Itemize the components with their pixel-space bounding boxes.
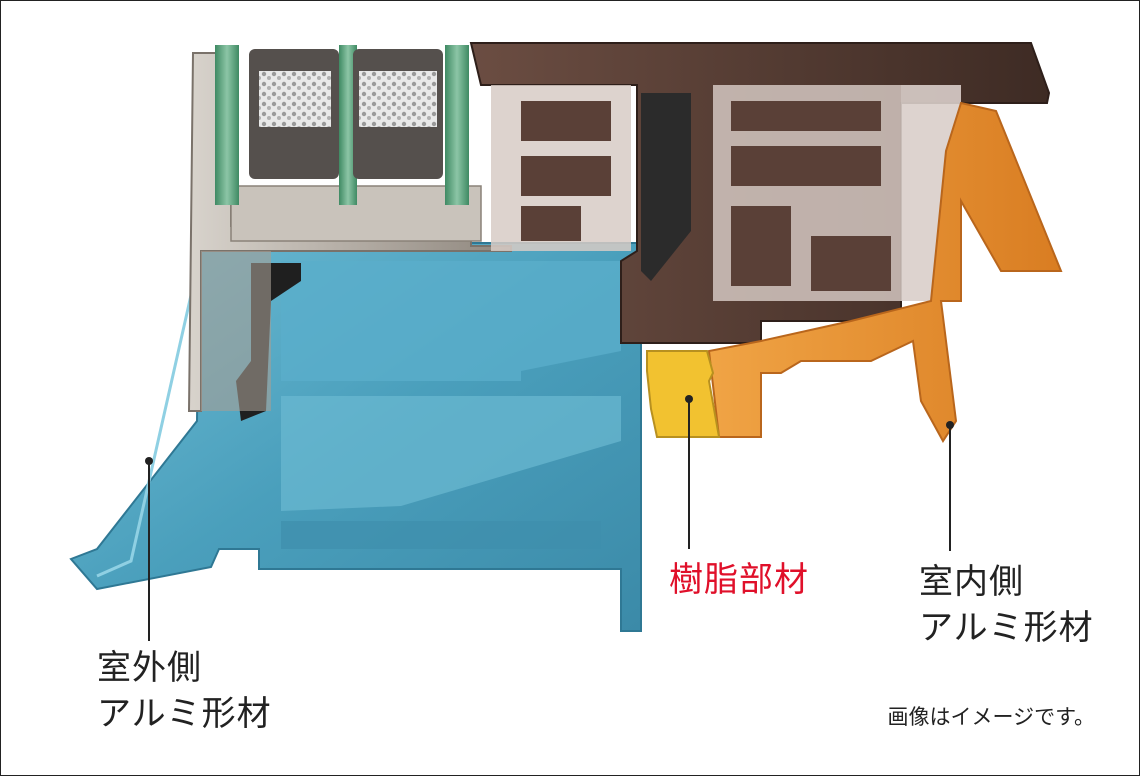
- glass-unit: [215, 45, 469, 205]
- inner-aluminum-profile: [707, 101, 1063, 443]
- outer-aluminum-profile: [69, 242, 642, 632]
- brown-resin-frame: [469, 42, 1051, 344]
- leader-dot-resin: [685, 395, 693, 403]
- label-outer-line2: アルミ形材: [97, 694, 272, 734]
- label-outer-aluminum: 室外側 アルミ形材: [97, 645, 272, 737]
- leader-dot-inner: [946, 421, 954, 429]
- label-resin-part: 樹脂部材: [669, 560, 809, 600]
- image-disclaimer-note: 画像はイメージです。: [887, 705, 1095, 729]
- label-inner-line1: 室内側: [919, 562, 1024, 602]
- label-inner-aluminum: 室内側 アルミ形材: [919, 559, 1094, 651]
- resin-thermal-break: [646, 350, 721, 438]
- leader-dot-outer: [145, 457, 153, 465]
- label-inner-line2: アルミ形材: [919, 608, 1094, 648]
- label-outer-line1: 室外側: [97, 648, 202, 688]
